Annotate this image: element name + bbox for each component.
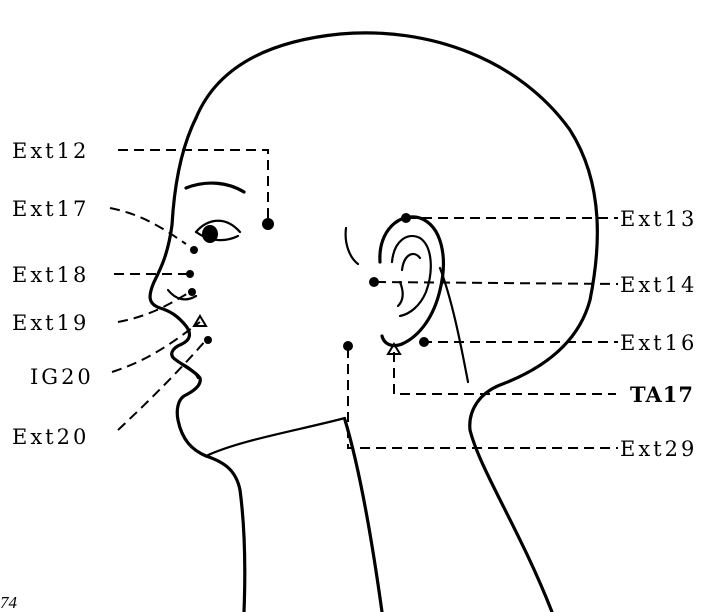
point-ext29 — [343, 341, 353, 351]
label-ext14: Ext14 — [620, 273, 697, 297]
points — [186, 213, 429, 354]
label-ext16: Ext16 — [620, 331, 697, 355]
label-ext20: Ext20 — [12, 425, 89, 449]
point-ext16 — [419, 337, 429, 347]
label-ig20: IG20 — [30, 365, 94, 389]
labels: Ext12 Ext17 Ext18 Ext19 IG20 Ext20 Ext13… — [0, 139, 697, 612]
point-ext19 — [188, 288, 196, 296]
label-ext17: Ext17 — [12, 197, 89, 221]
figure-number: 74 — [0, 593, 18, 612]
ear — [346, 217, 468, 382]
label-ext13: Ext13 — [620, 207, 697, 231]
point-ext20 — [204, 336, 212, 344]
point-ext12 — [262, 218, 274, 230]
label-ext18: Ext18 — [12, 263, 89, 287]
point-ig20 — [194, 316, 206, 326]
point-ext13 — [401, 213, 411, 223]
point-ext14 — [369, 277, 379, 287]
label-ta17: TA17 — [630, 382, 694, 407]
point-ext18 — [186, 270, 194, 278]
head-outline — [150, 33, 597, 612]
label-ext12: Ext12 — [12, 139, 89, 163]
label-ext29: Ext29 — [620, 437, 697, 461]
eye — [186, 183, 244, 243]
point-ext17 — [190, 246, 198, 254]
label-ext19: Ext19 — [12, 311, 89, 335]
